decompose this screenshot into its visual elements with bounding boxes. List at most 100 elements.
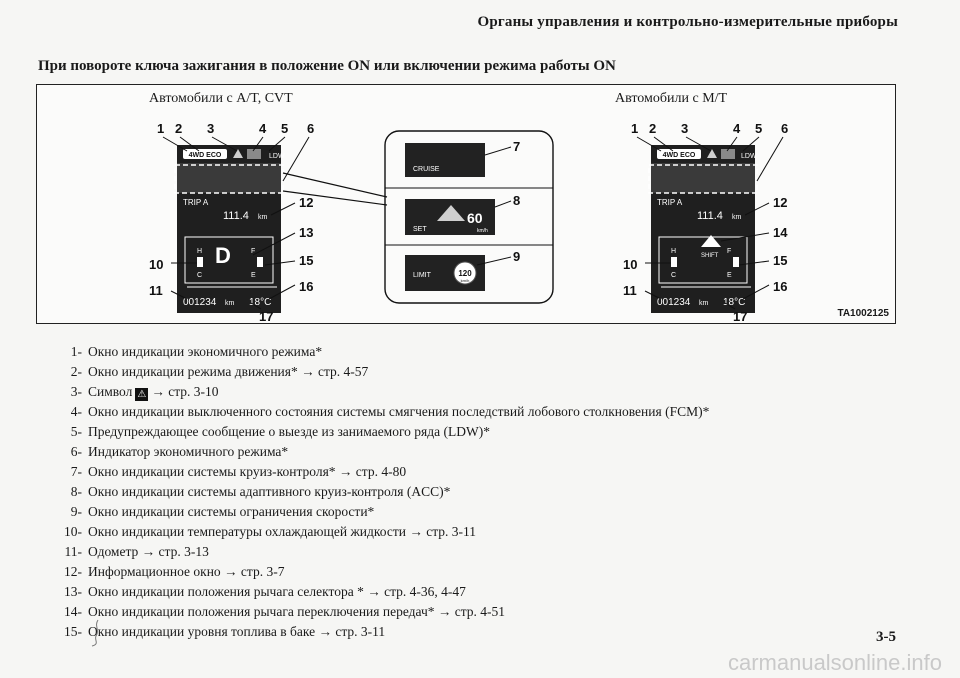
left-trip-value: 111.4 [223,210,249,222]
legend-num: 11- [64,544,83,559]
right-callout-4: 4 [733,121,741,136]
right-callout-14: 14 [773,225,788,240]
left-odo-unit: km [225,300,235,307]
legend-item: 2- Окно индикации режима движения* → стр.… [56,362,916,382]
legend-item: 11- Одометр → стр. 3-13 [56,542,916,562]
caption-mt: Автомобили с M/T [615,91,728,106]
legend-text: Предупреждающее сообщение о выезде из за… [88,424,490,439]
right-ldw-label: LDW [741,153,757,160]
legend-num: 9- [70,504,82,519]
legend-text: Окно индикации системы круиз-контроля* →… [88,464,407,479]
legend-num: 12- [64,564,82,579]
left-gauge-frame [184,236,274,284]
left-callout-15: 15 [299,253,313,268]
right-gauge-h: H [671,248,676,255]
left-temperature: 18°C [249,297,271,308]
legend-item: 15-Окно индикации уровня топлива в баке … [56,622,916,642]
legend-num: 4- [70,404,82,419]
legend-num: 14- [64,604,82,619]
legend-item: 5- Предупреждающее сообщение о выезде из … [56,422,916,442]
instrument-cluster-figure: 4WD ECO LDW TRIP A 111.4 km D H C F E 00… [36,84,896,324]
left-gauge-e: E [251,272,256,279]
left-callout-11: 11 [149,283,163,298]
center-panels-frame [384,130,554,304]
legend-text: Окно индикации системы адаптивного круиз… [88,484,451,499]
legend-item: 6-Индикатор экономичного режима* [56,442,916,462]
legend-item: 3-Символ⚠→ стр. 3-10 [56,382,916,402]
callout-9: 9 [513,249,520,264]
legend-num: 15- [64,624,82,639]
right-warning-icon [707,149,717,158]
legend-text: Окно индикации температуры охлаждающей ж… [88,524,477,539]
legend-text: Окно индикации системы ограничения скоро… [88,504,375,519]
limit-label: LIMIT [413,272,432,279]
watermark: carmanualsonline.info [727,650,942,675]
legend-num: 7- [70,464,82,479]
callout-8: 8 [513,193,520,208]
right-coolant-icon [671,257,677,267]
left-trip-label: TRIP A [183,198,209,207]
legend-num: 10- [64,524,82,539]
left-callout-17: 17 [259,309,273,323]
limit-unit: km/h [461,278,470,283]
legend-item: 4- Окно индикации выключенного состояния … [56,402,916,422]
left-odometer: 001234 [183,297,217,308]
callout-7: 7 [513,139,520,154]
right-callout-12: 12 [773,195,787,210]
legend-text: Информационное окно → стр. 3-7 [88,564,285,579]
right-callout-1: 1 [631,121,638,136]
right-selection-frame [648,164,758,194]
left-ldw-label: LDW [269,153,285,160]
right-gauge-frame [658,236,748,284]
legend-item: 1-Окно индикации экономичного режима* [56,342,916,362]
left-fuel-icon [257,257,263,267]
right-callout-10: 10 [623,257,637,272]
left-fcm-icon [247,149,261,159]
legend-text: Окно индикации положения рычага селектор… [88,584,466,599]
legend-text: Одометр → стр. 3-13 [88,544,209,559]
left-callout-6: 6 [307,121,314,136]
legend-text: Окно индикации положения рычага переключ… [88,604,506,619]
shift-up-arrow [701,235,721,247]
legend-num: 2- [70,364,82,379]
right-callout-5: 5 [755,121,762,136]
left-warning-icon [233,149,243,158]
legend-num: 5- [70,424,82,439]
legend-text: Индикатор экономичного режима* [88,444,289,459]
left-gauge-c: C [197,272,202,279]
right-fuel-icon [733,257,739,267]
pen-mark-icon [91,619,99,647]
right-gauge-e: E [727,272,732,279]
cruise-label: CRUISE [413,166,440,173]
legend-text: Окно индикации режима движения* → стр. 4… [88,364,369,379]
right-gauge-c: C [671,272,676,279]
legend-item: 10- Окно индикации температуры охлаждающе… [56,522,916,542]
left-callout-5: 5 [281,121,288,136]
left-callout-4: 4 [259,121,267,136]
legend-num: 8- [70,484,82,499]
right-trip-unit: km [732,214,742,221]
panel-connector-lines [282,172,388,206]
legend-item: 12- Информационное окно → стр. 3-7 [56,562,916,582]
left-gauge-f: F [251,248,255,255]
limit-sign [453,261,477,285]
cruise-panel [405,143,485,177]
left-callout-13: 13 [299,225,313,240]
legend-text: Окно индикации выключенного состояния си… [88,404,710,419]
acc-road-icon [437,205,465,221]
legend-item: 13-Окно индикации положения рычага селек… [56,582,916,602]
cluster-illustration: 4WD ECO LDW TRIP A 111.4 km D H C F E 00… [149,121,788,323]
left-callout-1: 1 [157,121,164,136]
right-callout-3: 3 [681,121,688,136]
legend-num: 3- [70,384,82,399]
left-trip-unit: km [258,214,268,221]
left-eco-badge [183,149,227,159]
left-gauge-h: H [197,248,202,255]
right-odo-unit: km [699,300,709,307]
left-callout-16: 16 [299,279,313,294]
section-heading: При повороте ключа зажигания в положение… [38,58,616,74]
right-odometer: 001234 [657,297,691,308]
left-gear-indicator: D [215,243,231,268]
acc-speed: 60 [467,210,483,226]
left-callout-12: 12 [299,195,313,210]
